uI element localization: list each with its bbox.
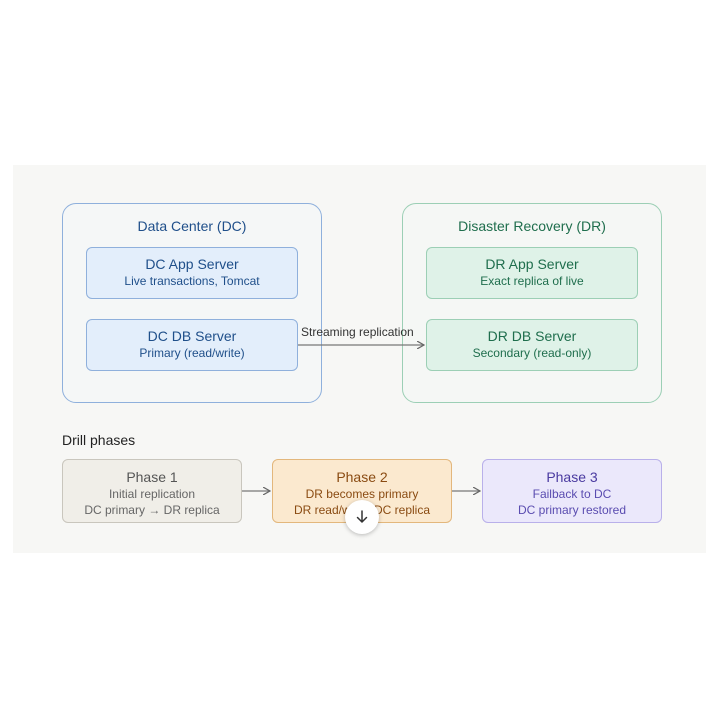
dr-app-server: DR App Server Exact replica of live <box>426 247 638 299</box>
dr-app-server-subtitle: Exact replica of live <box>480 274 584 288</box>
dr-db-server-subtitle: Secondary (read-only) <box>472 346 592 360</box>
dc-db-server-title: DC DB Server <box>147 328 237 344</box>
phase-1-box: Phase 1 Initial replication DC primary →… <box>62 459 242 523</box>
dc-app-server-subtitle: Live transactions, Tomcat <box>124 274 260 288</box>
phase-1-line2: DC primary → DR replica <box>84 503 220 517</box>
phase-2-line1: DR becomes primary <box>305 487 419 501</box>
phase-1-title: Phase 1 <box>126 469 178 485</box>
dc-app-server: DC App Server Live transactions, Tomcat <box>86 247 298 299</box>
arrow-down-icon <box>356 510 368 523</box>
phase-3-line2: DC primary restored <box>517 503 627 517</box>
phase-2-title: Phase 2 <box>336 469 388 485</box>
phase-1-line1: Initial replication <box>108 487 196 501</box>
phase-3-box: Phase 3 Failback to DC DC primary restor… <box>482 459 662 523</box>
dc-db-server-subtitle: Primary (read/write) <box>139 346 245 360</box>
phase-3-title: Phase 3 <box>546 469 598 485</box>
dc-db-server: DC DB Server Primary (read/write) <box>86 319 298 371</box>
phase-3-line1: Failback to DC <box>532 487 612 501</box>
dr-db-server: DR DB Server Secondary (read-only) <box>426 319 638 371</box>
dr-db-server-title: DR DB Server <box>487 328 577 344</box>
dc-site-title: Data Center (DC) <box>137 218 247 234</box>
scroll-down-button[interactable] <box>345 500 379 534</box>
dr-app-server-title: DR App Server <box>485 256 579 272</box>
drill-phases-heading: Drill phases <box>62 432 136 448</box>
replication-label: Streaming replication <box>301 325 414 339</box>
dc-app-server-title: DC App Server <box>145 256 239 272</box>
dr-site-title: Disaster Recovery (DR) <box>458 218 606 234</box>
